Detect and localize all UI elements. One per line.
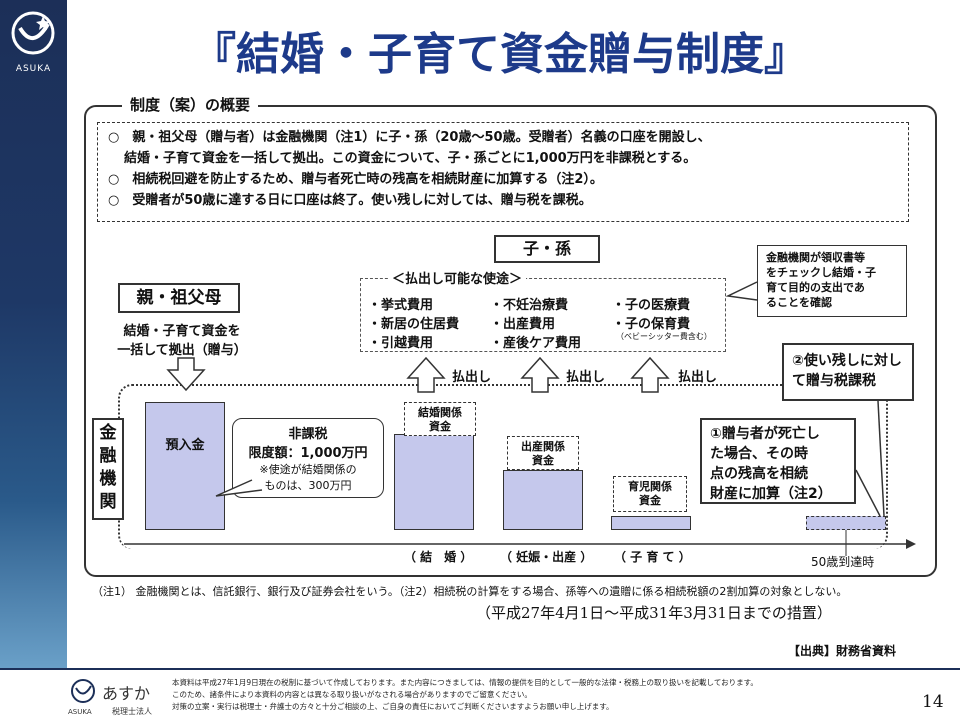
death-line: 点の残高を相続 (710, 466, 808, 482)
use-note: （ベビーシッター費含む） (616, 332, 712, 341)
tax-free-note: ※使途が結婚関係の (259, 463, 357, 476)
marriage-fund-label: 結婚関係 資金 (404, 402, 476, 436)
bank-label: 金 融 機 関 (92, 418, 124, 520)
fund-label-line: 資金 (429, 420, 451, 433)
birth-fund-label: 出産関係 資金 (507, 436, 579, 470)
callout-line: 育て目的の支出であ (766, 281, 865, 294)
tax-free-note: ものは、300万円 (264, 479, 352, 492)
disclaimer-line: 本資料は平成27年1月9日現在の税制に基づいて作成しております。また内容につきま… (172, 678, 758, 687)
timeline-childcare: （ 子 育 て ） (614, 550, 691, 564)
death-line: ①贈与者が死亡し (710, 426, 820, 442)
fund-label-line: 結婚関係 (418, 406, 462, 419)
footer-divider (0, 668, 960, 670)
remain-line: ②使い残しに対し (792, 353, 902, 369)
summary-line-4: ○ 受贈者が50歳に達する日に口座は終了。使い残しに対しては、贈与税を課税。 (108, 193, 592, 208)
deposit-column (145, 402, 225, 530)
childcare-fund-column (611, 516, 691, 530)
tax-free-limit: 限度額：1,000万円 (248, 446, 368, 461)
disclaimer-line: 対策の立案・実行は税理士・弁護士の方々と十分ご相談の上、ご自身の責任においてご判… (172, 702, 614, 711)
check-callout: 金融機関が領収書等 をチェックし結婚・子 育て目的の支出であ ることを確認 (757, 245, 907, 317)
sidebar-brand: ASUKA (0, 0, 67, 668)
marriage-fund-column (394, 434, 474, 530)
summary-line-1: ○ 親・祖父母（贈与者）は金融機関（注1）に子・孫（20歳～50歳。受贈者）名義… (108, 130, 711, 145)
use-item: ・子の保育費 (612, 317, 691, 332)
bank-label-char: 機 (99, 469, 117, 489)
summary-line-3: ○ 相続税回避を防止するため、贈与者死亡時の残高を相続財産に加算する（注2）。 (108, 172, 603, 187)
use-item: ・産後ケア費用 (490, 336, 582, 351)
remain-line: て贈与税課税 (792, 373, 876, 389)
fund-label-line: 出産関係 (521, 440, 565, 453)
summary-line-2: 結婚・子育て資金を一括して拠出。この資金について、子・孫ごとに1,000万円を非… (124, 151, 697, 166)
callout-line: をチェックし結婚・子 (766, 266, 876, 279)
callout-line: ることを確認 (766, 296, 832, 309)
period-note: （平成27年4月1日～平成31年3月31日までの措置） (476, 604, 832, 622)
footer-brand-sub: 税理士法人 (112, 707, 152, 716)
callout-line: 金融機関が領収書等 (766, 251, 865, 264)
source-note: 【出典】財務省資料 (788, 644, 897, 658)
use-item: ・子の医療費 (612, 298, 691, 313)
donor-death-box: ①贈与者が死亡し た場合、その時 点の残高を相続 財産に加算（注2） (700, 418, 856, 504)
footer-brand: あすか (102, 684, 151, 703)
overview-label: 制度（案）の概要 (122, 94, 259, 115)
overview-frame (84, 105, 937, 577)
uses-box (360, 278, 726, 352)
asuka-footer-logo-icon (71, 679, 95, 703)
uses-title: ＜払出し可能な使途＞ (388, 268, 527, 287)
fund-label-line: 資金 (532, 454, 554, 467)
footnote: （注1） 金融機関とは、信託銀行、銀行及び証券会社をいう。（注2）相続税の計算を… (92, 585, 848, 598)
parents-desc-line: 一括して拠出（贈与） (117, 343, 247, 358)
parents-desc-line: 結婚・子育て資金を (123, 324, 241, 339)
bank-label-char: 金 (99, 423, 117, 443)
page-number: 14 (922, 692, 944, 712)
footer-brand-en: ASUKA (68, 708, 92, 716)
payout-label: 払出し (678, 370, 718, 385)
deposit-label: 預入金 (165, 438, 205, 453)
remaining-tax-box: ②使い残しに対し て贈与税課税 (782, 343, 914, 401)
payout-label: 払出し (566, 370, 606, 385)
tax-free-title: 非課税 (288, 427, 328, 442)
use-item: ・挙式費用 (368, 298, 434, 313)
footer-disclaimer: 本資料は平成27年1月9日現在の税制に基づいて作成しております。また内容につきま… (172, 677, 872, 713)
bank-label-char: 関 (99, 492, 117, 512)
page-title: 『結婚・子育て資金贈与制度』 (192, 29, 808, 80)
fund-label-line: 育児関係 (628, 480, 672, 493)
birth-fund-column (503, 470, 583, 530)
death-line: 財産に加算（注2） (710, 486, 832, 502)
summary-box: ○ 親・祖父母（贈与者）は金融機関（注1）に子・孫（20歳～50歳。受贈者）名義… (97, 122, 909, 222)
parents-box: 親・祖父母 (118, 283, 240, 313)
childcare-fund-label: 育児関係 資金 (613, 476, 687, 512)
child-grandchild-box: 子・孫 (494, 235, 600, 263)
tax-free-callout: 非課税 限度額：1,000万円 ※使途が結婚関係の ものは、300万円 (232, 418, 384, 498)
use-item: ・出産費用 (490, 317, 556, 332)
death-line: た場合、その時 (710, 446, 808, 462)
asuka-logo-icon (11, 11, 55, 55)
parents-desc: 結婚・子育て資金を 一括して拠出（贈与） (102, 322, 262, 360)
final-balance-column (806, 516, 886, 530)
timeline-end-label: 50歳到達時 (811, 555, 875, 569)
use-item: ・新居の住居費 (368, 317, 460, 332)
bank-label-char: 融 (99, 446, 117, 466)
logo-text: ASUKA (15, 64, 52, 74)
disclaimer-line: このため、諸条件により本資料の内容とは異なる取り扱いがなされる場合がありますので… (172, 690, 532, 699)
use-item: ・引越費用 (368, 336, 434, 351)
fund-label-line: 資金 (639, 494, 661, 507)
timeline-marriage: （ 結 婚 ） (404, 550, 473, 564)
timeline-birth: （ 妊娠・出産 ） (500, 550, 593, 564)
use-item: ・不妊治療費 (490, 298, 569, 313)
payout-label: 払出し (452, 370, 492, 385)
